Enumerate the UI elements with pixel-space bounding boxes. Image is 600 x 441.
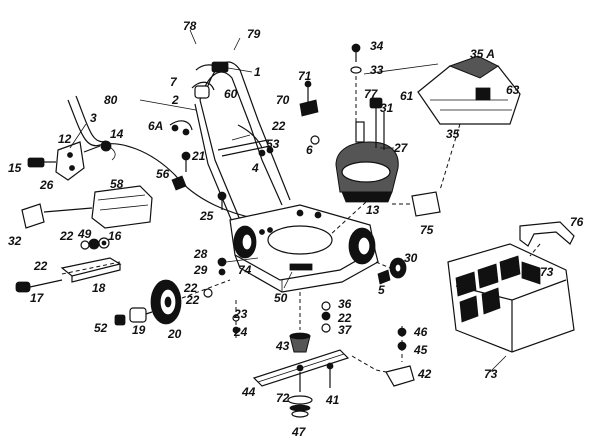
mower-deck xyxy=(229,204,379,293)
label-61: 61 xyxy=(400,89,414,103)
label-36: 36 xyxy=(338,297,352,311)
label-44: 44 xyxy=(241,385,256,399)
label-45: 45 xyxy=(413,343,428,357)
grass-catcher xyxy=(447,221,575,353)
label-15: 15 xyxy=(8,161,22,175)
label-6: 6 xyxy=(306,143,313,157)
label-25: 25 xyxy=(199,209,214,223)
label-23: 23 xyxy=(233,307,248,321)
label-16: 16 xyxy=(108,229,122,243)
label-34: 34 xyxy=(370,39,384,53)
label-14: 14 xyxy=(110,127,124,141)
rear-wheel xyxy=(114,279,231,326)
label-24: 24 xyxy=(233,325,248,339)
label-76: 76 xyxy=(570,215,584,229)
label-22-c: 22 xyxy=(271,119,286,133)
label-13: 13 xyxy=(366,203,380,217)
label-50: 50 xyxy=(274,291,288,305)
label-19: 19 xyxy=(132,323,146,337)
label-2: 2 xyxy=(171,93,179,107)
bracket-70-71 xyxy=(299,80,319,117)
label-30: 30 xyxy=(404,251,418,265)
label-53: 53 xyxy=(266,137,280,151)
label-5: 5 xyxy=(378,283,385,297)
label-22-e: 22 xyxy=(185,293,200,307)
part-number-labels: 78 79 1 7 60 2 80 3 6A 12 14 15 26 21 56… xyxy=(8,19,584,439)
small-fasteners xyxy=(171,135,320,338)
motor-cover xyxy=(417,55,521,191)
handle-assembly xyxy=(169,61,291,225)
motor-top-fasteners xyxy=(350,43,439,122)
label-71: 71 xyxy=(298,69,312,83)
label-1: 1 xyxy=(254,65,261,79)
label-3-cable: 3 xyxy=(90,111,97,125)
axle-bracket xyxy=(15,257,122,293)
label-29: 29 xyxy=(193,263,208,277)
motor xyxy=(329,97,399,236)
label-73-b: 73 xyxy=(484,367,498,381)
label-41: 41 xyxy=(325,393,340,407)
label-58: 58 xyxy=(110,177,124,191)
label-35: 35 xyxy=(446,127,460,141)
label-12: 12 xyxy=(58,132,72,146)
label-27: 27 xyxy=(393,141,409,155)
label-21: 21 xyxy=(191,149,206,163)
deflector-cover xyxy=(21,185,153,229)
label-72: 72 xyxy=(276,391,290,405)
label-33: 33 xyxy=(370,63,384,77)
blade-assembly xyxy=(252,292,415,418)
front-wheel-parts xyxy=(375,257,407,285)
label-49: 49 xyxy=(77,227,92,241)
washer-stack-left xyxy=(80,237,110,250)
label-22-f: 22 xyxy=(337,311,352,325)
label-47: 47 xyxy=(291,425,307,439)
label-56: 56 xyxy=(156,167,170,181)
label-35A: 35 A xyxy=(470,47,495,61)
label-43: 43 xyxy=(275,339,290,353)
spacer-plate xyxy=(392,191,441,217)
label-37: 37 xyxy=(338,323,353,337)
label-32: 32 xyxy=(8,234,22,248)
label-74: 74 xyxy=(238,263,252,277)
label-18: 18 xyxy=(92,281,106,295)
label-80: 80 xyxy=(104,93,118,107)
label-26: 26 xyxy=(39,178,54,192)
label-63: 63 xyxy=(506,83,520,97)
label-46: 46 xyxy=(413,325,428,339)
label-22-a: 22 xyxy=(59,229,74,243)
label-7: 7 xyxy=(170,75,178,89)
label-17: 17 xyxy=(30,291,45,305)
label-22-d: 22 xyxy=(183,281,198,295)
label-6A: 6A xyxy=(148,119,163,133)
label-42: 42 xyxy=(417,367,432,381)
label-22-b: 22 xyxy=(33,259,48,273)
label-28: 28 xyxy=(193,247,208,261)
deck-wheels xyxy=(233,225,376,265)
label-70: 70 xyxy=(276,93,290,107)
switch-bracket xyxy=(27,140,112,181)
label-79: 79 xyxy=(247,27,261,41)
leader-lines xyxy=(69,29,507,373)
label-60: 60 xyxy=(224,87,238,101)
label-4: 4 xyxy=(251,161,259,175)
label-75: 75 xyxy=(420,223,434,237)
label-52: 52 xyxy=(94,321,108,335)
label-77: 77 xyxy=(364,87,379,101)
label-78: 78 xyxy=(183,19,197,33)
label-31: 31 xyxy=(380,101,394,115)
label-73-a: 73 xyxy=(540,265,554,279)
label-20: 20 xyxy=(167,327,182,341)
